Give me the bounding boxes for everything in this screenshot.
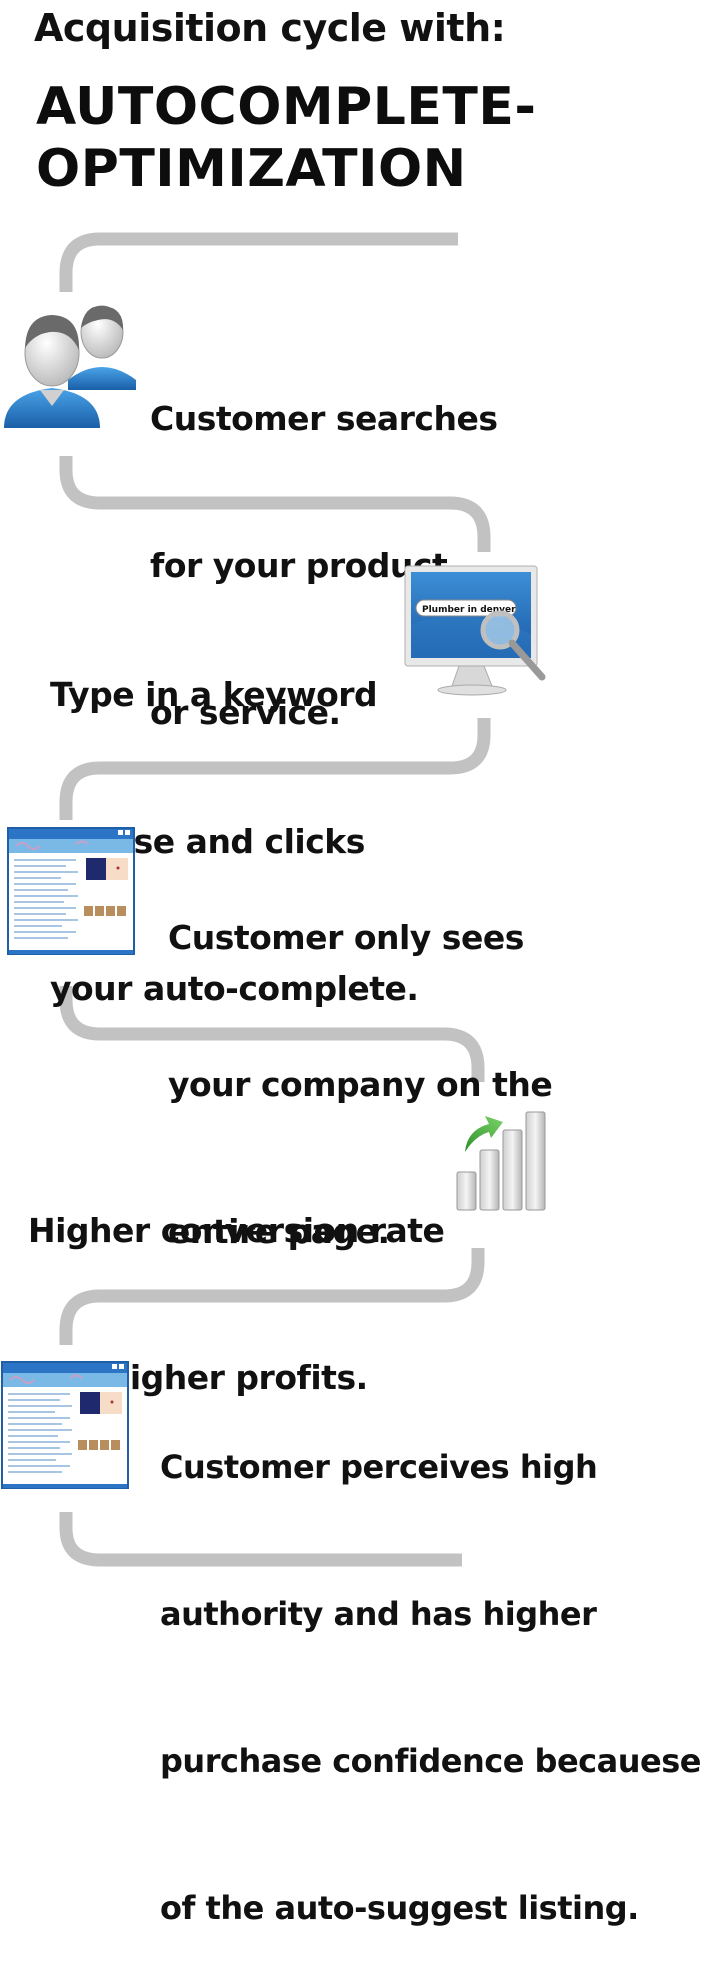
connector-segment-1 [59, 232, 458, 292]
users-icon [2, 298, 142, 438]
step-5-line: of the auto-suggest listing. [160, 1889, 639, 1927]
search-query-text: Plumber in denver [422, 605, 516, 615]
growth-chart-icon [455, 1108, 547, 1214]
step-3-line: entire page. [168, 1212, 390, 1251]
title-line-2: OPTIMIZATION [36, 139, 467, 199]
step-1-text: Customer searches for your product or se… [150, 296, 498, 786]
connector-path [59, 232, 491, 1567]
step-5-line: authority and has higher [160, 1595, 597, 1633]
step-3-line: your company on the [168, 1065, 553, 1104]
connector-segment-5 [59, 1248, 485, 1345]
step-3-text: Customer only sees your company on the e… [168, 815, 553, 1305]
step-1-line: or service. [150, 693, 341, 732]
step-1-line: Customer searches [150, 399, 498, 438]
connector-segment-4 [59, 986, 485, 1082]
monitor-search-icon: Plumber in denver [404, 564, 550, 700]
webpage-icon [6, 826, 136, 956]
step-2-line: your auto-complete. [50, 969, 419, 1008]
step-4-line: Higher conversion rate [28, 1211, 445, 1250]
step-5-text: Customer perceives high authority and ha… [160, 1345, 701, 1982]
connector-segment-6 [59, 1512, 462, 1567]
connector-segment-2 [59, 456, 491, 552]
connector-segment-3 [59, 718, 491, 820]
title-line-1: AUTOCOMPLETE- [36, 77, 537, 137]
webpage-icon [0, 1360, 130, 1490]
step-5-line: purchase confidence becauese [160, 1742, 701, 1780]
step-5-line: Customer perceives high [160, 1448, 598, 1486]
step-2-line: Type in a keyword [50, 675, 378, 714]
title-subheading: Acquisition cycle with: [34, 6, 506, 50]
step-3-line: Customer only sees [168, 918, 524, 957]
title-heading: AUTOCOMPLETE- OPTIMIZATION [36, 76, 537, 200]
